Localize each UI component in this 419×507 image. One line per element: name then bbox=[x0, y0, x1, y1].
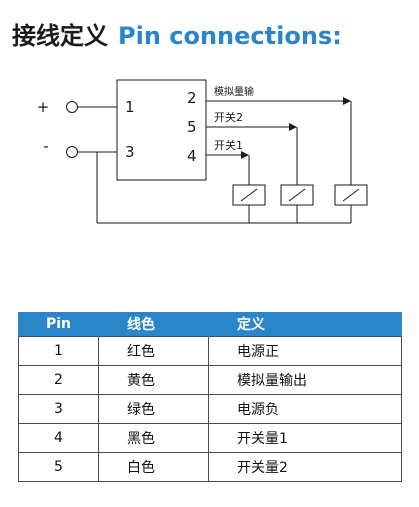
pin-label-1: 1 bbox=[125, 98, 135, 116]
cell-definition: 开关量1 bbox=[208, 423, 402, 453]
title-english: Pin connections: bbox=[118, 22, 342, 50]
cell-pin: 3 bbox=[18, 394, 99, 424]
table-row: 1 红色 电源正 bbox=[18, 336, 402, 366]
cell-color: 白色 bbox=[98, 452, 209, 482]
header-pin: Pin bbox=[18, 312, 99, 337]
cell-definition: 模拟量输出 bbox=[208, 365, 402, 395]
load-switch1 bbox=[232, 184, 266, 206]
label-switch2: 开关2 bbox=[214, 110, 243, 124]
table-row: 2 黄色 模拟量输出 bbox=[18, 365, 402, 395]
terminal-minus bbox=[66, 146, 78, 158]
cell-color: 绿色 bbox=[98, 394, 209, 424]
header-definition: 定义 bbox=[208, 312, 402, 337]
cell-color: 红色 bbox=[98, 336, 209, 366]
cell-pin: 5 bbox=[18, 452, 99, 482]
sensor-body bbox=[116, 79, 207, 181]
label-analog-output: 模拟量输 bbox=[214, 85, 254, 98]
cell-definition: 开关量2 bbox=[208, 452, 402, 482]
pin-label-3: 3 bbox=[125, 143, 135, 161]
cell-pin: 2 bbox=[18, 365, 99, 395]
terminal-plus bbox=[66, 101, 78, 113]
header-color: 线色 bbox=[98, 312, 209, 337]
table-row: 4 黑色 开关量1 bbox=[18, 423, 402, 453]
load-analog bbox=[334, 184, 368, 206]
wiring-diagram: + 1 - 3 2 5 4 模拟量输 开关2 开关1 bbox=[37, 79, 368, 224]
cell-definition: 电源正 bbox=[208, 336, 402, 366]
table-row: 3 绿色 电源负 bbox=[18, 394, 402, 424]
pin-label-2: 2 bbox=[187, 89, 197, 107]
pin-label-5: 5 bbox=[187, 118, 197, 136]
plus-sign: + bbox=[37, 98, 50, 116]
page-title: 接线定义 Pin connections: bbox=[12, 16, 342, 56]
table-row: 5 白色 开关量2 bbox=[18, 452, 402, 482]
pin-table: Pin 线色 定义 1 红色 电源正 2 黄色 模拟量输出 3 绿色 电源负 4… bbox=[18, 312, 402, 482]
cell-definition: 电源负 bbox=[208, 394, 402, 424]
cell-pin: 4 bbox=[18, 423, 99, 453]
pin-label-4: 4 bbox=[187, 147, 197, 165]
cell-color: 黄色 bbox=[98, 365, 209, 395]
table-header-row: Pin 线色 定义 bbox=[18, 312, 402, 337]
label-switch1: 开关1 bbox=[214, 138, 243, 152]
cell-pin: 1 bbox=[18, 336, 99, 366]
minus-sign: - bbox=[43, 137, 48, 155]
cell-color: 黑色 bbox=[98, 423, 209, 453]
title-chinese: 接线定义 bbox=[12, 22, 108, 50]
load-switch2 bbox=[280, 184, 314, 206]
